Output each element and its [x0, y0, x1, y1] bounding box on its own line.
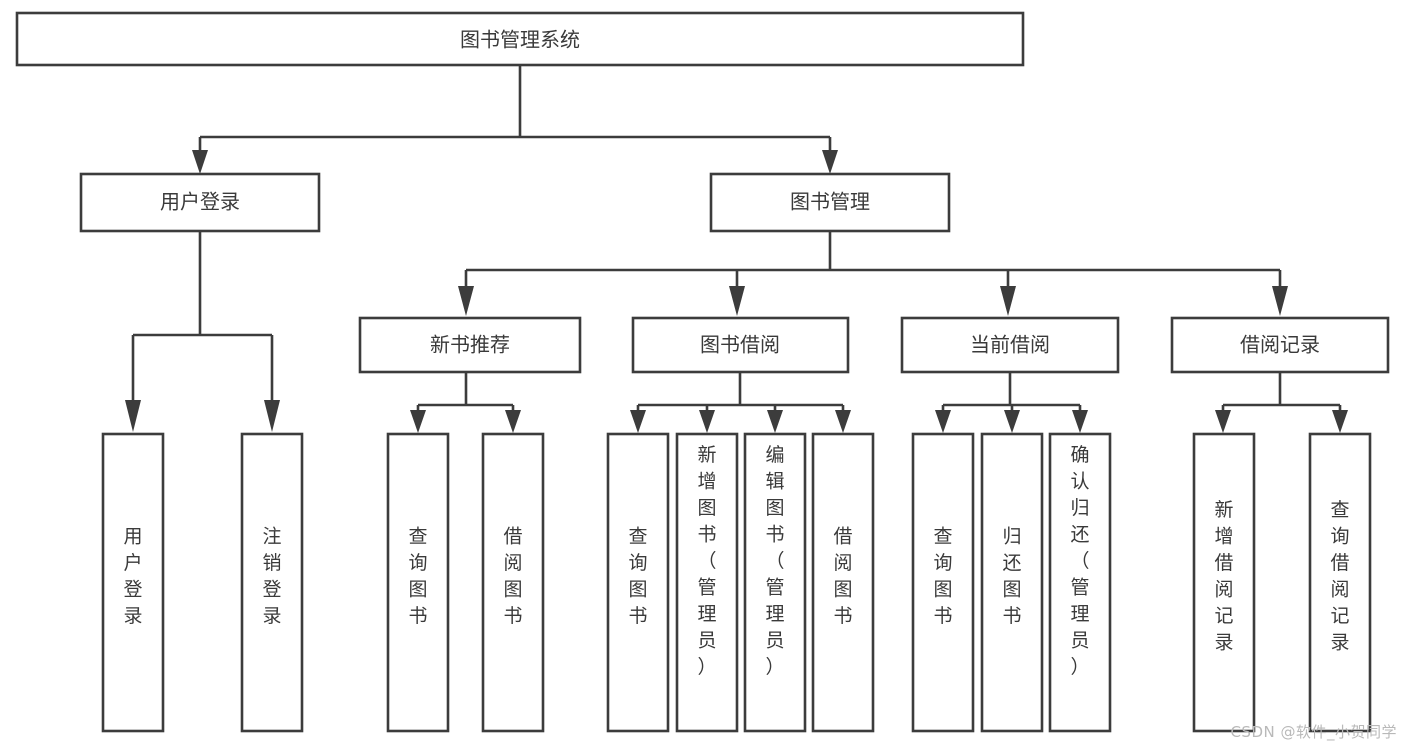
node-leaf-return-book-box[interactable]: [980, 432, 1044, 733]
node-current-borrow-box[interactable]: [900, 316, 1120, 374]
arrowhead-borrow-record: [1272, 286, 1288, 316]
node-leaf-confirm-return-box[interactable]: [1048, 432, 1112, 733]
arrowhead-book-manage: [822, 150, 838, 174]
node-leaf-query-record[interactable]: 查询借阅记录: [1308, 432, 1372, 733]
node-borrow-record-label: 借阅记录: [1240, 333, 1320, 357]
node-new-book-rec-box[interactable]: [358, 316, 582, 374]
node-leaf-query-book-1-box[interactable]: [386, 432, 450, 733]
node-leaf-confirm-return-label: 确认归还（管理员）: [1070, 444, 1089, 678]
node-root[interactable]: 图书管理系统: [15, 11, 1025, 67]
node-leaf-return-book[interactable]: 归还图书: [980, 432, 1044, 733]
node-leaf-borrow-book-1-box[interactable]: [481, 432, 545, 733]
node-book-manage-box[interactable]: [709, 172, 951, 233]
node-new-book-rec-label: 新书推荐: [430, 333, 510, 357]
node-leaf-user-login-box[interactable]: [101, 432, 165, 733]
arrowhead-leaf-add-record: [1215, 410, 1231, 433]
node-leaf-add-book[interactable]: 新增图书（管理员）: [675, 432, 739, 733]
arrowhead-leaf-return-book: [1004, 410, 1020, 433]
node-borrow-record[interactable]: 借阅记录: [1170, 316, 1390, 374]
node-leaf-query-book-2-box[interactable]: [606, 432, 670, 733]
node-leaf-return-book-label: 归还图书: [1002, 525, 1021, 627]
node-root-label: 图书管理系统: [460, 28, 580, 52]
arrowhead-leaf-borrow-book-2: [835, 410, 851, 433]
arrowhead-leaf-query-book-2: [630, 410, 646, 433]
node-leaf-borrow-book-2-box[interactable]: [811, 432, 875, 733]
node-current-borrow[interactable]: 当前借阅: [900, 316, 1120, 374]
node-user-login-label: 用户登录: [160, 190, 240, 214]
arrowhead-leaf-add-book: [699, 410, 715, 433]
node-leaf-query-book-3-box[interactable]: [911, 432, 975, 733]
node-book-borrow[interactable]: 图书借阅: [631, 316, 850, 374]
arrowhead-leaf-query-book-1: [410, 410, 426, 433]
node-borrow-record-box[interactable]: [1170, 316, 1390, 374]
arrowhead-leaf-query-book-3: [935, 410, 951, 433]
node-leaf-query-book-2[interactable]: 查询图书: [606, 432, 670, 733]
node-leaf-borrow-book-1-label: 借阅图书: [503, 525, 522, 627]
node-leaf-add-record-label: 新增借阅记录: [1214, 499, 1233, 654]
node-leaf-logout[interactable]: 注销登录: [240, 432, 304, 733]
node-user-login[interactable]: 用户登录: [79, 172, 321, 233]
connector-layer: [125, 65, 1348, 433]
node-leaf-query-record-box[interactable]: [1308, 432, 1372, 733]
node-leaf-add-book-box[interactable]: [675, 432, 739, 733]
arrowhead-book-borrow: [729, 286, 745, 316]
node-leaf-edit-book-box[interactable]: [743, 432, 807, 733]
node-leaf-add-record-box[interactable]: [1192, 432, 1256, 733]
arrowhead-leaf-query-record: [1332, 410, 1348, 433]
arrowhead-user-login: [192, 150, 208, 174]
node-leaf-borrow-book-2[interactable]: 借阅图书: [811, 432, 875, 733]
node-leaf-logout-box[interactable]: [240, 432, 304, 733]
arrowhead-leaf-logout: [264, 400, 280, 432]
arrowhead-leaf-edit-book: [767, 410, 783, 433]
node-new-book-rec[interactable]: 新书推荐: [358, 316, 582, 374]
node-leaf-borrow-book-1[interactable]: 借阅图书: [481, 432, 545, 733]
node-book-manage[interactable]: 图书管理: [709, 172, 951, 233]
node-root-box[interactable]: [15, 11, 1025, 67]
node-leaf-query-record-label: 查询借阅记录: [1330, 499, 1349, 654]
node-leaf-add-record[interactable]: 新增借阅记录: [1192, 432, 1256, 733]
arrowhead-current-borrow: [1000, 286, 1016, 316]
node-book-borrow-label: 图书借阅: [700, 333, 780, 357]
node-leaf-query-book-3[interactable]: 查询图书: [911, 432, 975, 733]
arrowhead-new-book-rec: [458, 286, 474, 316]
node-leaf-add-book-label: 新增图书（管理员）: [697, 444, 716, 678]
arrowhead-leaf-user-login: [125, 400, 141, 432]
node-leaf-query-book-1[interactable]: 查询图书: [386, 432, 450, 733]
node-leaf-logout-label: 注销登录: [262, 525, 281, 627]
node-current-borrow-label: 当前借阅: [970, 333, 1050, 357]
node-leaf-query-book-1-label: 查询图书: [408, 525, 427, 627]
node-leaf-query-book-3-label: 查询图书: [933, 525, 952, 627]
arrowhead-leaf-confirm-return: [1072, 410, 1088, 433]
node-leaf-edit-book-label: 编辑图书（管理员）: [765, 444, 784, 678]
node-leaf-query-book-2-label: 查询图书: [628, 525, 647, 627]
node-leaf-user-login[interactable]: 用户登录: [101, 432, 165, 733]
node-leaf-confirm-return[interactable]: 确认归还（管理员）: [1048, 432, 1112, 733]
node-user-login-box[interactable]: [79, 172, 321, 233]
node-book-manage-label: 图书管理: [790, 190, 870, 214]
node-book-borrow-box[interactable]: [631, 316, 850, 374]
arrowhead-leaf-borrow-book-1: [505, 410, 521, 433]
node-leaf-borrow-book-2-label: 借阅图书: [833, 525, 852, 627]
node-leaf-user-login-label: 用户登录: [123, 525, 142, 627]
node-leaf-edit-book[interactable]: 编辑图书（管理员）: [743, 432, 807, 733]
